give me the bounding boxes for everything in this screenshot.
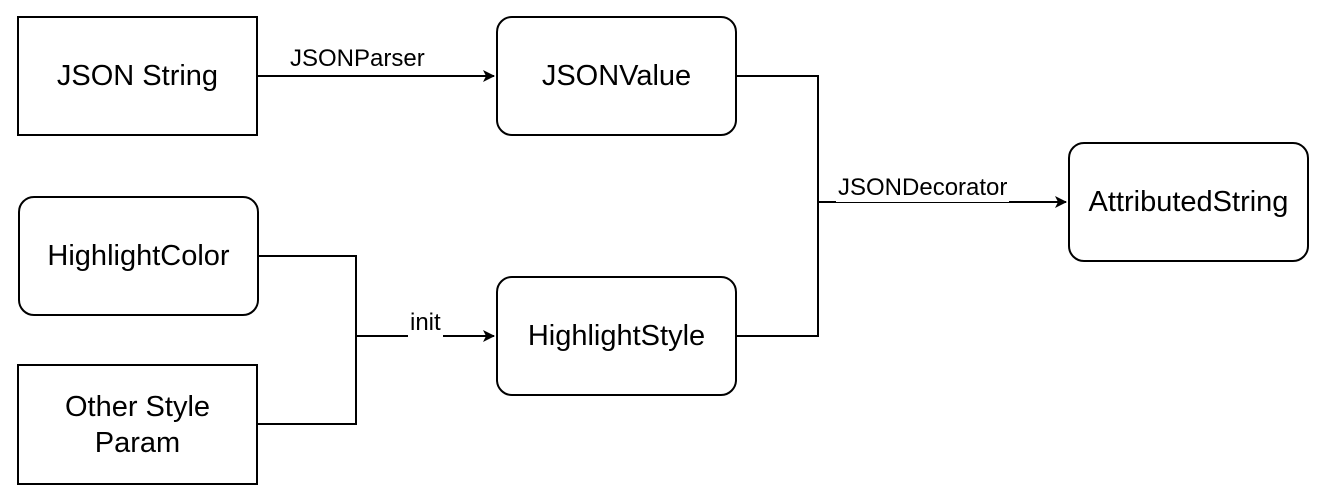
node-highlight-style-label: HighlightStyle	[527, 320, 706, 352]
node-other-style-param-label: Other Style Param	[64, 390, 211, 459]
edge-highlight-color-to-init	[259, 255, 357, 336]
node-json-value-label: JSONValue	[541, 60, 692, 92]
node-highlight-style: HighlightStyle	[496, 276, 737, 396]
node-attributed-string-label: AttributedString	[1088, 186, 1289, 218]
edge-label-json-parser: JSONParser	[288, 45, 427, 73]
node-other-style-param: Other Style Param	[17, 364, 258, 485]
edge-label-init: init	[408, 309, 443, 337]
node-json-string: JSON String	[17, 16, 258, 136]
node-json-value: JSONValue	[496, 16, 737, 136]
node-highlight-color-label: HighlightColor	[47, 240, 230, 272]
node-attributed-string: AttributedString	[1068, 142, 1309, 262]
node-highlight-color: HighlightColor	[18, 196, 259, 316]
edge-highlight-style-to-merge	[737, 202, 819, 337]
node-json-string-label: JSON String	[56, 60, 219, 92]
edge-label-json-decorator: JSONDecorator	[836, 174, 1010, 202]
edge-other-style-to-init	[258, 336, 357, 425]
edge-json-value-to-merge	[737, 75, 819, 202]
